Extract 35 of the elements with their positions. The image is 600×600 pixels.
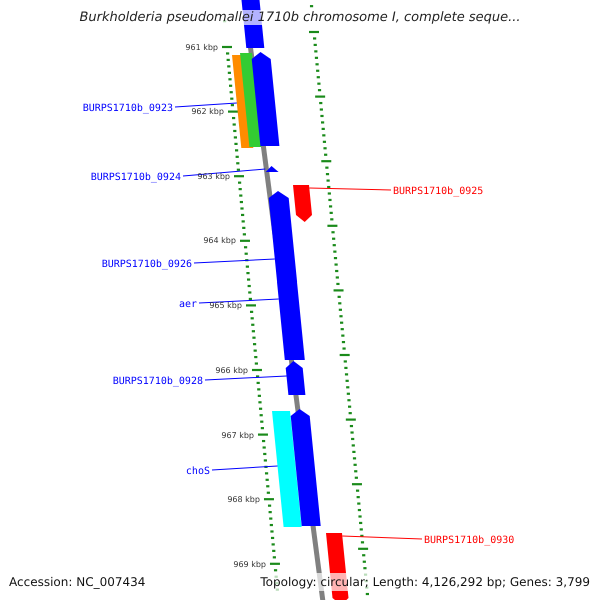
gene-label: BURPS1710b_0928 <box>112 375 203 389</box>
gene-bar <box>286 361 306 395</box>
position-label: 968 kbp <box>227 495 260 505</box>
gene-bar <box>290 409 321 526</box>
gene-label: choS <box>186 465 210 479</box>
gene-bar <box>272 411 302 527</box>
leader-line <box>308 188 392 190</box>
gene-label: aer <box>178 298 197 312</box>
leader-line <box>342 536 422 540</box>
leader-line <box>204 376 287 380</box>
gene-bar <box>293 185 312 222</box>
position-label: 961 kbp <box>185 43 218 53</box>
gene-label: BURPS1710b_0930 <box>424 534 514 548</box>
position-label: 967 kbp <box>221 431 254 441</box>
leader-line <box>174 102 238 108</box>
diagram-title: Burkholderia pseudomallei 1710b chromosome I, complete seque... <box>78 9 522 27</box>
position-label: 966 kbp <box>215 366 248 376</box>
position-label: 965 kbp <box>209 301 242 311</box>
position-label: 962 kbp <box>191 107 224 117</box>
gene-bar <box>252 52 280 146</box>
gene-label: BURPS1710b_0926 <box>102 258 192 272</box>
gene-bar <box>268 191 298 282</box>
gene-label: BURPS1710b_0924 <box>90 171 181 185</box>
gene-label: BURPS1710b_0923 <box>82 102 173 116</box>
position-label: 963 kbp <box>197 172 230 182</box>
genome-summary-text: Topology: circular; Length: 4,126,292 bp; Genes: 3,799 <box>260 573 590 591</box>
gene-bar <box>266 166 279 172</box>
gene-label: BURPS1710b_0925 <box>393 185 484 199</box>
gene-bar <box>240 53 262 147</box>
leader-line <box>194 258 276 264</box>
leader-line <box>182 168 266 176</box>
leader-line <box>212 466 278 470</box>
position-label: 969 kbp <box>233 560 266 570</box>
position-label: 964 kbp <box>203 236 236 246</box>
leader-line <box>198 298 280 304</box>
